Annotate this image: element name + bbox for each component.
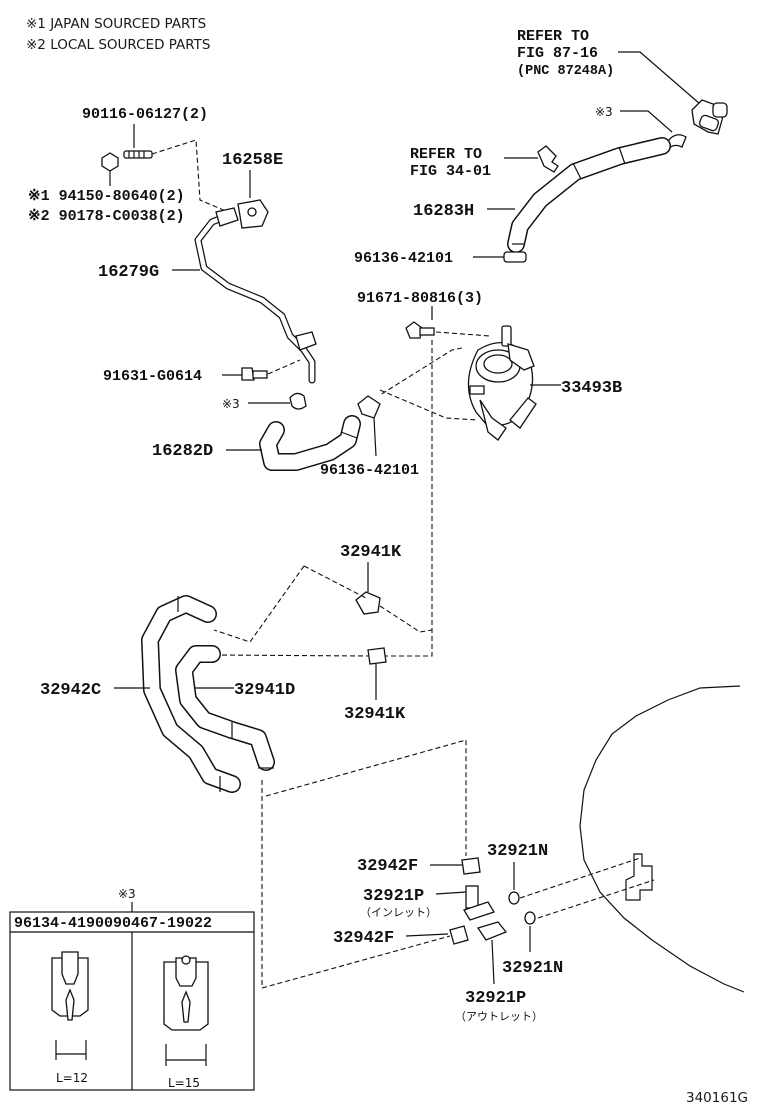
part-32942f-bottom[interactable]: 32942F [333,929,394,948]
o-ring-32921n-bottom [524,911,536,925]
part-32921n-bottom[interactable]: 32921N [502,959,563,978]
clip-fig34 [537,145,559,173]
part-32921p-top[interactable]: 32921P [363,887,424,906]
refer-fig-34-line2[interactable]: FIG 34-01 [410,163,491,180]
part-16283h[interactable]: 16283H [413,202,474,221]
refer-fig-34-line1[interactable]: REFER TO [410,146,482,163]
part-96136-42101-upper[interactable]: 96136-42101 [354,250,453,267]
part-32921n-top[interactable]: 32921N [487,842,548,861]
inset-header[interactable]: 96134-4190090467-19022 [14,915,212,932]
part-32942f-top[interactable]: 32942F [357,857,418,876]
part-32941d[interactable]: 32941D [234,681,295,700]
part-94150-80640[interactable]: ※1 94150-80640(2) [28,188,185,205]
stud-bolt-90116 [123,150,153,159]
part-91631-g0614[interactable]: 91631-G0614 [103,368,202,385]
bolt-91631 [241,367,268,381]
outlet-label: （アウトレット） [455,1010,543,1023]
clip-32941k-bottom [367,647,387,665]
note-local-sourced: ※2 LOCAL SOURCED PARTS [26,37,211,53]
part-32921p-bottom[interactable]: 32921P [465,989,526,1008]
hose-clamp-left [289,392,307,410]
bolt-91671 [405,321,435,339]
inset-clamp-table [9,911,255,1091]
figure-id: 340161G [686,1090,748,1106]
part-33493b[interactable]: 33493B [561,379,622,398]
o-ring-32921n-top [508,891,520,905]
fitting-32942f-top [461,857,481,875]
inlet-label: （インレット） [360,906,437,919]
inset-dim-l15: L=15 [168,1076,200,1090]
hose-clamp-upper [503,251,527,263]
hose-clamp-lower [357,395,381,419]
nut-94150 [101,152,119,172]
part-90116-06127[interactable]: 90116-06127(2) [82,106,208,123]
inset-ref3: ※3 [118,887,136,901]
part-16258e[interactable]: 16258E [222,151,283,170]
part-32941k-top[interactable]: 32941K [340,543,402,562]
ref3-label-top: ※3 [595,105,613,119]
part-91671-80816[interactable]: 91671-80816(3) [357,290,483,307]
engine-block-outline [579,685,745,993]
note-japan-sourced: ※1 JAPAN SOURCED PARTS [26,16,206,32]
vacuum-pump-33493b[interactable] [467,325,537,441]
clip-32941k-top [355,591,381,615]
union-32921p-inlet [463,885,495,921]
refer-fig-87-line2[interactable]: FIG 87-16 [517,45,598,62]
part-96136-42101-lower[interactable]: 96136-42101 [320,462,419,479]
union-32921p-outlet [476,921,508,941]
inset-clamp-l12 [51,951,89,1060]
fitting-32942f-bottom [449,925,469,945]
inset-dim-l12: L=12 [56,1071,88,1085]
vacuum-tee-fitting [691,99,728,135]
part-16282d[interactable]: 16282D [152,442,213,461]
refer-fig-87-line1[interactable]: REFER TO [517,28,589,45]
part-32942c[interactable]: 32942C [40,681,101,700]
ref3-label-left: ※3 [222,397,240,411]
gasket-16258e [237,199,269,229]
part-32941k-bottom[interactable]: 32941K [344,705,406,724]
part-90178-c0038[interactable]: ※2 90178-C0038(2) [28,208,185,225]
part-16279g[interactable]: 16279G [98,263,159,282]
refer-fig-87-line3[interactable]: (PNC 87248A) [517,64,614,79]
inset-clamp-l15 [163,955,209,1066]
